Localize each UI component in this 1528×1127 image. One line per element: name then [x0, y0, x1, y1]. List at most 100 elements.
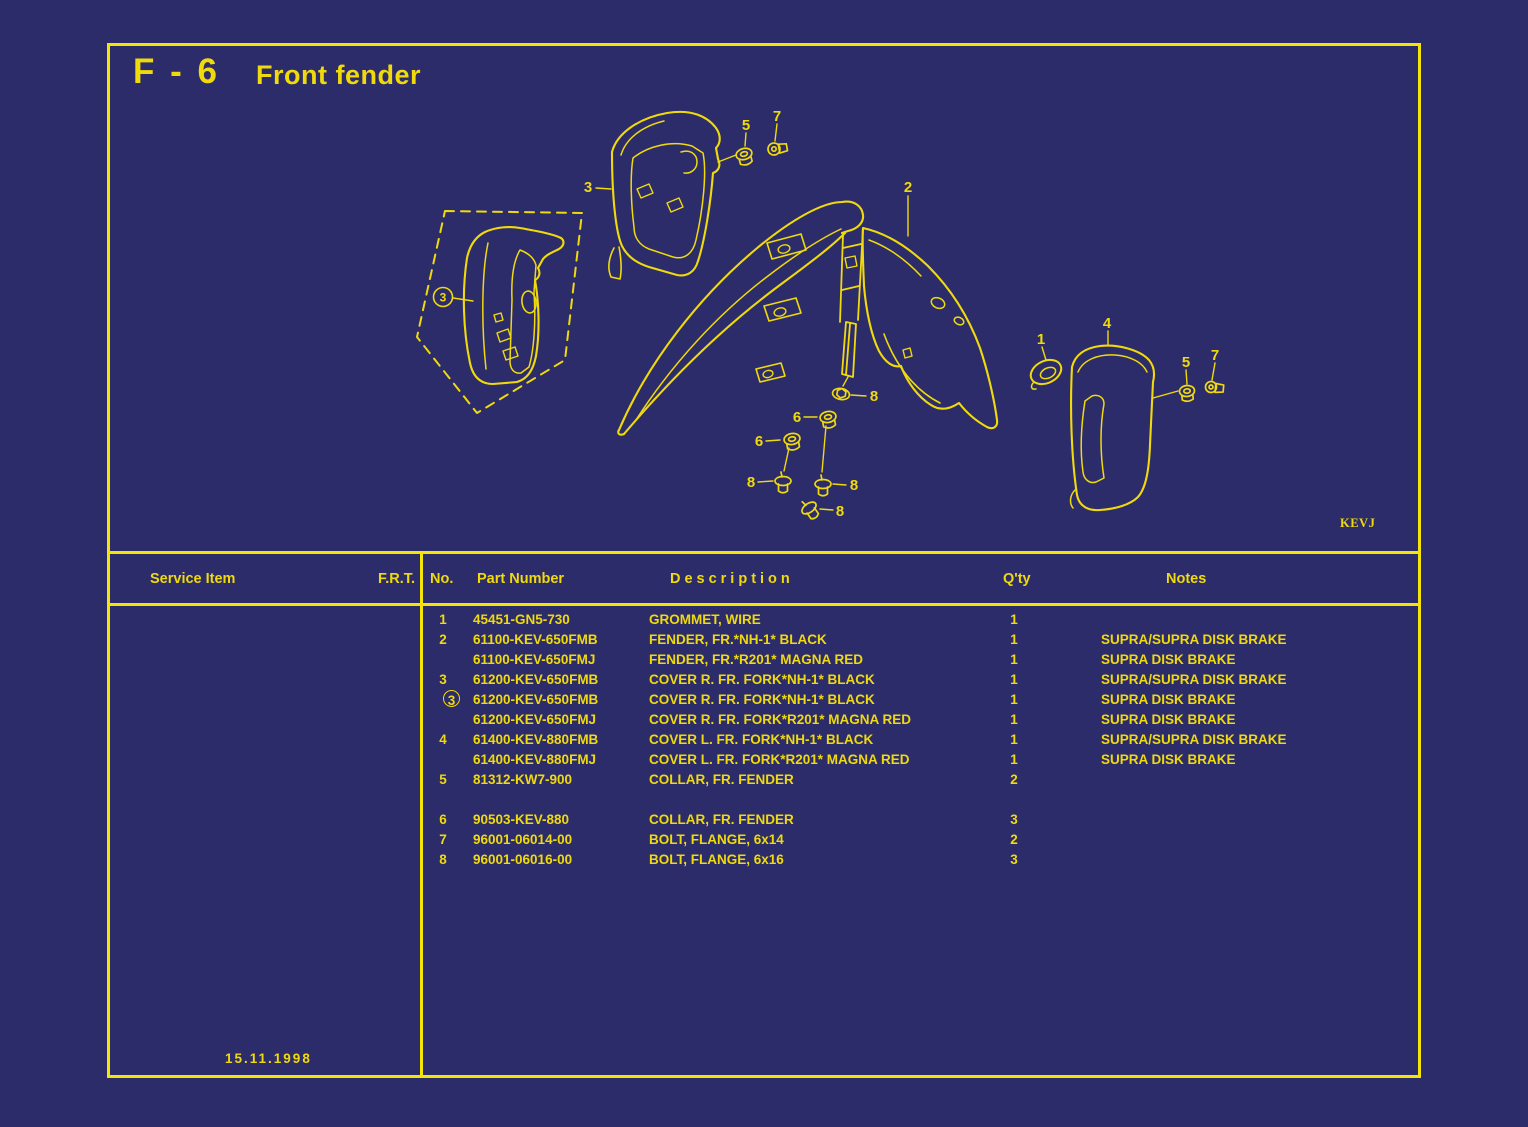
- callout-label-7-right: 7: [1211, 347, 1219, 364]
- header-description: Description: [670, 571, 794, 587]
- section-code: F - 6: [133, 52, 220, 91]
- row-no: 8: [439, 852, 447, 867]
- row-qty: 1: [1010, 652, 1018, 667]
- page-title: Front fender: [256, 60, 421, 90]
- row-description: FENDER, FR.*R201* MAGNA RED: [649, 652, 864, 667]
- row-qty: 2: [1010, 772, 1018, 787]
- table-header-line: [108, 603, 1418, 606]
- row-notes: SUPRA DISK BRAKE: [1101, 752, 1236, 767]
- table-row: 61100-KEV-650FMJ FENDER, FR.*R201* MAGNA…: [421, 650, 1421, 670]
- row-notes: SUPRA DISK BRAKE: [1101, 712, 1236, 727]
- front-fender-part: [617, 200, 999, 436]
- collar-6-b: [783, 432, 801, 451]
- bolt-part-right: [1204, 380, 1225, 394]
- page-border-frame: [107, 43, 1421, 1078]
- row-no: 7: [439, 832, 447, 847]
- bolt-8-top-view: [831, 387, 851, 401]
- row-part-number: 61200-KEV-650FMB: [473, 672, 599, 687]
- row-description: FENDER, FR.*NH-1* BLACK: [649, 632, 827, 647]
- callout-label-circled-3: 3: [440, 291, 447, 305]
- row-notes: SUPRA DISK BRAKE: [1101, 692, 1236, 707]
- row-description: COVER R. FR. FORK*NH-1* BLACK: [649, 692, 875, 707]
- callout-label-3: 3: [584, 179, 592, 196]
- collar-part-right: [1178, 384, 1196, 403]
- row-qty: 1: [1010, 632, 1018, 647]
- table-row: 61200-KEV-650FMJ COVER R. FR. FORK*R201*…: [421, 710, 1421, 730]
- row-description: BOLT, FLANGE, 6x16: [649, 852, 784, 867]
- row-no: 4: [439, 732, 447, 747]
- row-part-number: 61100-KEV-650FMB: [473, 632, 598, 647]
- row-part-number: 61200-KEV-650FMB: [473, 692, 599, 707]
- table-row: 4 61400-KEV-880FMB COVER L. FR. FORK*NH-…: [421, 730, 1421, 750]
- row-part-number: 61100-KEV-650FMJ: [473, 652, 596, 667]
- callout-label-5-top: 5: [742, 117, 750, 134]
- row-qty: 1: [1010, 692, 1018, 707]
- collar-part-top: [735, 147, 753, 166]
- callout-label-8-b: 8: [747, 474, 755, 491]
- table-row: 7 96001-06014-00 BOLT, FLANGE, 6x14 2: [421, 830, 1421, 850]
- header-qty: Q'ty: [1003, 571, 1031, 587]
- row-qty: 3: [1010, 852, 1018, 867]
- row-part-number: 45451-GN5-730: [473, 612, 570, 627]
- callout-label-7-top: 7: [773, 108, 781, 125]
- callout-label-8-d: 8: [836, 503, 844, 520]
- bolt-8-b: [814, 474, 832, 497]
- row-part-number: 96001-06014-00: [473, 832, 573, 847]
- row-qty: 1: [1010, 612, 1018, 627]
- row-description: COVER R. FR. FORK*R201* MAGNA RED: [649, 712, 912, 727]
- row-part-number: 96001-06016-00: [473, 852, 573, 867]
- callout-label-2: 2: [904, 179, 912, 196]
- table-top-line: [108, 551, 1418, 554]
- callout-label-4: 4: [1103, 315, 1112, 332]
- cover-left-fork-part: [1069, 344, 1155, 512]
- row-qty: 1: [1010, 732, 1018, 747]
- header-notes: Notes: [1166, 571, 1207, 587]
- callout-label-8-c: 8: [850, 477, 858, 494]
- row-no: 3: [439, 672, 447, 687]
- row-description: COVER L. FR. FORK*NH-1* BLACK: [649, 732, 874, 747]
- row-qty: 2: [1010, 832, 1018, 847]
- bolt-shank-lines: [783, 376, 849, 473]
- table-row: 5 81312-KW7-900 COLLAR, FR. FENDER 2: [421, 770, 1421, 790]
- header-frt: F.R.T.: [377, 571, 415, 587]
- callout-label-6-b: 6: [755, 433, 763, 450]
- row-part-number: 61400-KEV-880FMJ: [473, 752, 597, 767]
- row-notes: SUPRA/SUPRA DISK BRAKE: [1101, 672, 1287, 687]
- row-notes: SUPRA/SUPRA DISK BRAKE: [1101, 732, 1287, 747]
- dashed-region-outline: [416, 210, 583, 414]
- callout-label-8-a: 8: [870, 388, 878, 405]
- row-no: 2: [439, 632, 447, 647]
- bolt-part-top: [767, 142, 789, 156]
- row-qty: 3: [1010, 812, 1018, 827]
- table-row: 3 61200-KEV-650FMB COVER R. FR. FORK*NH-…: [421, 670, 1421, 690]
- row-description: GROMMET, WIRE: [649, 612, 761, 627]
- table-row: 3 61200-KEV-650FMB COVER R. FR. FORK*NH-…: [421, 690, 1421, 710]
- bolt-8-c: [801, 500, 820, 520]
- bolt-8-a: [774, 471, 792, 494]
- callout-label-1: 1: [1037, 331, 1045, 348]
- table-row: 1 45451-GN5-730 GROMMET, WIRE 1: [421, 610, 1421, 630]
- cover-right-fork-alt-part: [462, 226, 565, 386]
- row-description: COVER R. FR. FORK*NH-1* BLACK: [649, 672, 875, 687]
- table-row: 6 90503-KEV-880 COLLAR, FR. FENDER 3: [421, 810, 1421, 830]
- parts-table: 1 45451-GN5-730 GROMMET, WIRE 1 2 61100-…: [421, 610, 1421, 870]
- row-qty: 1: [1010, 712, 1018, 727]
- row-notes: SUPRA DISK BRAKE: [1101, 652, 1236, 667]
- callout-label-5-right: 5: [1182, 354, 1190, 371]
- table-row: 61400-KEV-880FMJ COVER L. FR. FORK*R201*…: [421, 750, 1421, 770]
- row-qty: 1: [1010, 752, 1018, 767]
- table-column-divider: [420, 551, 423, 1075]
- table-row: 2 61100-KEV-650FMB FENDER, FR.*NH-1* BLA…: [421, 630, 1421, 650]
- row-description: COVER L. FR. FORK*R201* MAGNA RED: [649, 752, 910, 767]
- row-description: COLLAR, FR. FENDER: [649, 812, 794, 827]
- row-no: 5: [439, 772, 447, 787]
- row-description: BOLT, FLANGE, 6x14: [649, 832, 784, 847]
- row-no: 6: [439, 812, 447, 827]
- header-service-item: Service Item: [150, 571, 236, 587]
- row-part-number: 61400-KEV-880FMB: [473, 732, 599, 747]
- row-part-number: 90503-KEV-880: [473, 812, 570, 827]
- grommet-part: [1029, 358, 1063, 390]
- row-part-number: 61200-KEV-650FMJ: [473, 712, 597, 727]
